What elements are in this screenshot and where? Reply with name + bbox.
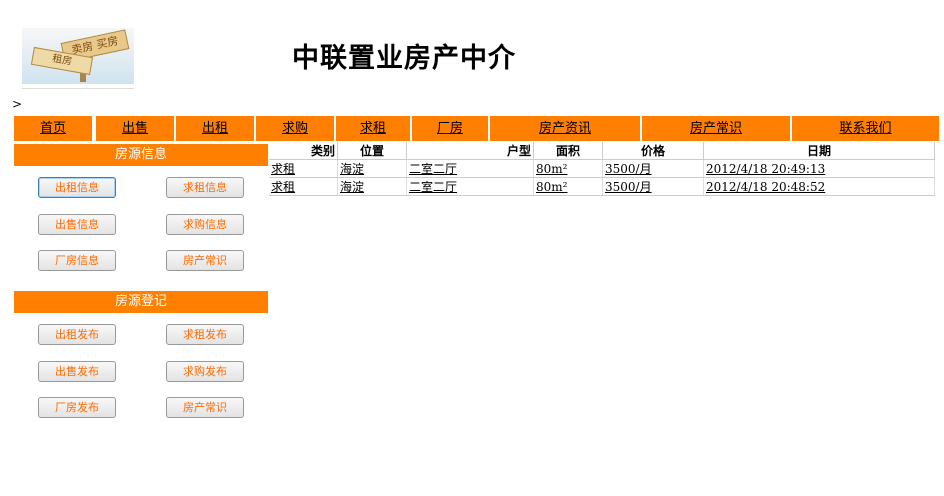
nav-sale[interactable]: 出售 [96,116,174,141]
listings-table: 类别 位置 户型 面积 价格 日期 求租 海淀 二室二厅 80m² 3500/月… [269,142,935,196]
nav-property-knowledge[interactable]: 房产常识 [642,116,790,141]
cell-layout[interactable]: 二室二厅 [406,177,534,196]
cell-layout[interactable]: 二室二厅 [406,159,534,178]
column-header-layout: 户型 [406,142,534,160]
cell-date[interactable]: 2012/4/18 20:48:52 [703,177,935,196]
nav-rent-out[interactable]: 出租 [176,116,254,141]
publish-rent-out-button[interactable]: 出租发布 [38,324,116,345]
cell-location[interactable]: 海淀 [337,159,407,178]
column-header-category: 类别 [269,142,338,160]
column-header-area: 面积 [533,142,603,160]
publish-factory-button[interactable]: 厂房发布 [38,397,116,418]
nav-factory[interactable]: 厂房 [412,116,488,141]
cell-category[interactable]: 求租 [269,159,338,178]
cell-date[interactable]: 2012/4/18 20:49:13 [703,159,935,178]
cell-area[interactable]: 80m² [533,159,603,178]
wanted-rent-info-button[interactable]: 求租信息 [166,177,244,198]
publish-sale-button[interactable]: 出售发布 [38,361,116,382]
listings-info-heading: 房源信息 [14,144,268,166]
cell-area[interactable]: 80m² [533,177,603,196]
cell-price[interactable]: 3500/月 [602,177,704,196]
cell-location[interactable]: 海淀 [337,177,407,196]
factory-info-button[interactable]: 厂房信息 [38,250,116,271]
table-row: 求租 海淀 二室二厅 80m² 3500/月 2012/4/18 20:48:5… [269,177,935,196]
listings-register-heading: 房源登记 [14,291,268,313]
column-header-location: 位置 [337,142,407,160]
rent-out-info-button[interactable]: 出租信息 [38,177,116,198]
nav-home[interactable]: 首页 [14,116,92,141]
publish-wanted-buy-button[interactable]: 求购发布 [166,361,244,382]
table-header-row: 类别 位置 户型 面积 价格 日期 [269,142,935,160]
wanted-buy-info-button[interactable]: 求购信息 [166,214,244,235]
publish-wanted-rent-button[interactable]: 求租发布 [166,324,244,345]
cell-category[interactable]: 求租 [269,177,338,196]
cell-price[interactable]: 3500/月 [602,159,704,178]
column-header-date: 日期 [703,142,935,160]
breadcrumb-caret: > [12,97,23,111]
property-knowledge-button[interactable]: 房产常识 [166,250,244,271]
sale-info-button[interactable]: 出售信息 [38,214,116,235]
nav-contact-us[interactable]: 联系我们 [792,116,939,141]
nav-wanted-buy[interactable]: 求购 [256,116,334,141]
property-knowledge-button-2[interactable]: 房产常识 [166,397,244,418]
page-title: 中联置业房产中介 [292,43,516,74]
site-logo: 卖房 买房 租房 [22,28,134,89]
nav-wanted-rent[interactable]: 求租 [336,116,410,141]
nav-property-news[interactable]: 房产资讯 [490,116,640,141]
table-row: 求租 海淀 二室二厅 80m² 3500/月 2012/4/18 20:49:1… [269,159,935,178]
column-header-price: 价格 [602,142,704,160]
